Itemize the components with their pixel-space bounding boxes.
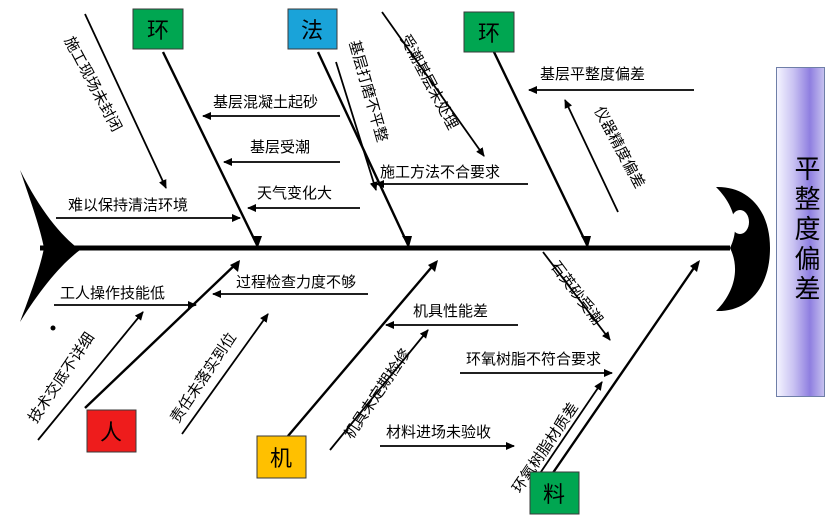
man-vertical-a-line: [37, 311, 144, 441]
category-man-label: 人: [100, 421, 122, 446]
man-a-label: 工人操作技能低: [60, 284, 165, 302]
material-vertical-a-label: 石英砂受潮: [547, 258, 607, 329]
category-man: 人: [86, 409, 137, 453]
bone-machine: [287, 261, 437, 437]
category-method-label: 法: [301, 19, 323, 44]
method-vertical-a-label: 基层打磨不平整: [345, 38, 391, 144]
fish-eye: [731, 210, 749, 234]
bone-material: [547, 261, 699, 481]
env1-d-label: 难以保持清洁环境: [68, 196, 188, 214]
effect-box: 平整度偏差: [776, 67, 825, 397]
stray-dot: [50, 325, 56, 331]
fish-head: [716, 186, 770, 312]
category-material: 料: [529, 471, 580, 515]
material-vertical-b-line: [529, 381, 603, 489]
env2-a-label: 基层平整度偏差: [540, 65, 645, 83]
bone-env2: [492, 51, 590, 248]
env1-vertical-line: [84, 13, 167, 189]
category-method: 法: [287, 8, 338, 50]
category-material-label: 料: [543, 483, 565, 508]
method-vertical-a-line: [335, 61, 378, 191]
material-a-label: 环氧树脂不符合要求: [466, 350, 601, 368]
machine-a-label: 机具性能差: [413, 302, 488, 320]
bone-env1: [161, 51, 260, 248]
machine-vertical-line: [329, 329, 429, 451]
man-b-label: 过程检查力度不够: [236, 273, 356, 291]
method-vertical-b-line: [381, 11, 485, 157]
category-env1-label: 环: [147, 19, 169, 44]
env2-vertical-line: [564, 99, 619, 213]
machine-b-label: 材料进场未验收: [386, 423, 491, 441]
man-vertical-b-line: [181, 313, 269, 435]
category-env1: 环: [132, 8, 184, 50]
env1-vertical-label: 施工现场未封闭: [60, 33, 125, 134]
category-machine: 机: [256, 435, 307, 479]
category-env2-label: 环: [478, 22, 500, 47]
material-vertical-a-line: [542, 251, 611, 341]
effect-label: 平整度偏差: [790, 155, 820, 305]
category-env2: 环: [463, 11, 515, 53]
method-vertical-b-label: 受潮基层未处理: [396, 31, 461, 132]
category-machine-label: 机: [270, 447, 292, 472]
man-vertical-b-label: 责任未落实到位: [166, 329, 240, 426]
method-a-label: 施工方法不合要求: [380, 163, 500, 181]
env1-b-label: 基层受潮: [250, 138, 310, 156]
env1-a-label: 基层混凝土起砂: [213, 93, 318, 111]
env1-c-label: 天气变化大: [257, 184, 332, 202]
bone-man: [84, 261, 239, 409]
env2-vertical-label: 仪器精度偏差: [590, 103, 648, 191]
